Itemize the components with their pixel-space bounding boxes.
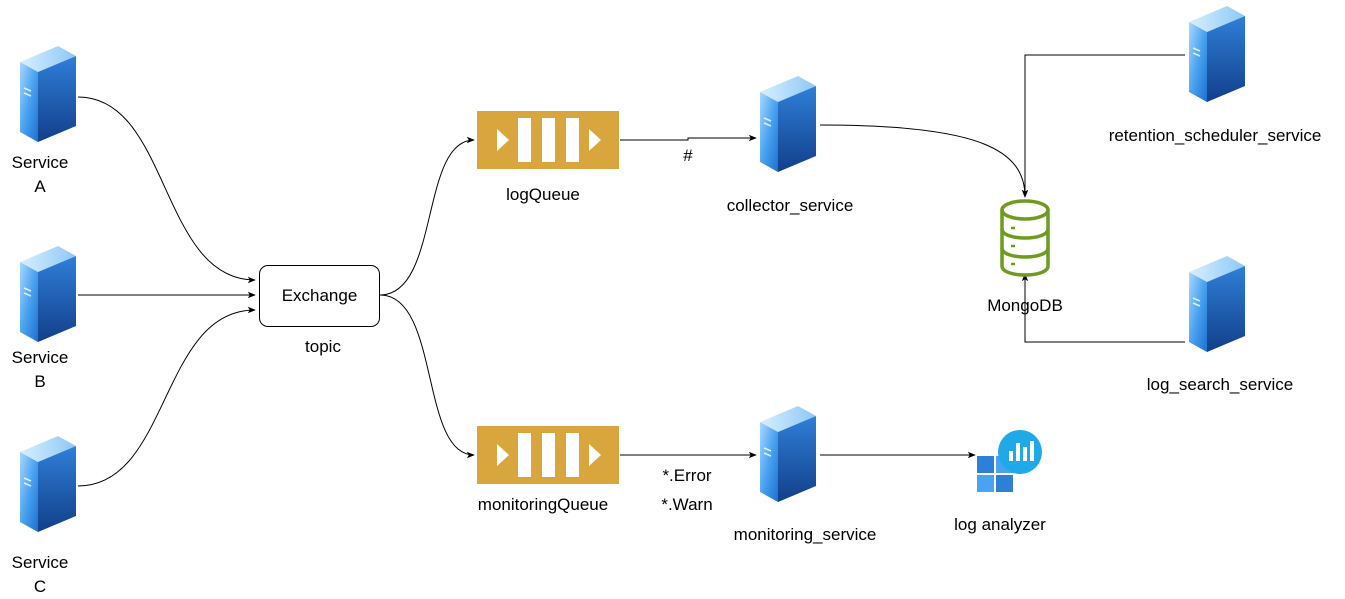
collector-service-label: collector_service <box>726 196 854 215</box>
monitoringqueue-label: monitoringQueue <box>477 495 609 514</box>
retention-scheduler-label: retention_scheduler_service <box>1108 126 1322 145</box>
exchange-label: Exchange <box>281 286 358 305</box>
log-analyzer-label: log analyzer <box>954 515 1046 534</box>
logqueue-icon <box>477 111 619 169</box>
edge-service-a-exchange <box>77 96 256 284</box>
edge-service-c-exchange <box>77 306 256 487</box>
edge-retention-mongodb <box>1021 54 1185 198</box>
logqueue-label: logQueue <box>506 185 580 204</box>
edge-collector-mongodb <box>819 124 1029 198</box>
monitoringqueue-icon <box>477 426 619 484</box>
monitoring-service-label: monitoring_service <box>733 525 877 544</box>
exchange-node: Exchange <box>259 265 380 327</box>
service-c-server-icon <box>19 435 77 533</box>
routing-key-log: # <box>683 146 693 165</box>
exchange-type-label: topic <box>305 337 341 356</box>
service-b-server-icon <box>19 245 77 343</box>
edge-exchange-monitoringqueue <box>379 294 475 459</box>
log-search-server-icon <box>1188 255 1246 353</box>
service-a-server-icon <box>19 45 77 143</box>
database-icon <box>1000 199 1050 277</box>
routing-key-error: *.Error <box>662 466 712 485</box>
analyzer-icon <box>977 430 1042 492</box>
edge-logqueue-collector <box>620 134 757 142</box>
mongodb-label: MongoDB <box>987 296 1063 315</box>
collector-service-server-icon <box>759 75 817 173</box>
edge-exchange-logqueue <box>379 136 475 296</box>
edge-search-mongodb <box>1021 273 1185 343</box>
monitoring-service-server-icon <box>759 405 817 503</box>
retention-scheduler-server-icon <box>1188 5 1246 103</box>
log-search-label: log_search_service <box>1146 375 1294 394</box>
routing-key-warn: *.Warn <box>661 495 713 514</box>
